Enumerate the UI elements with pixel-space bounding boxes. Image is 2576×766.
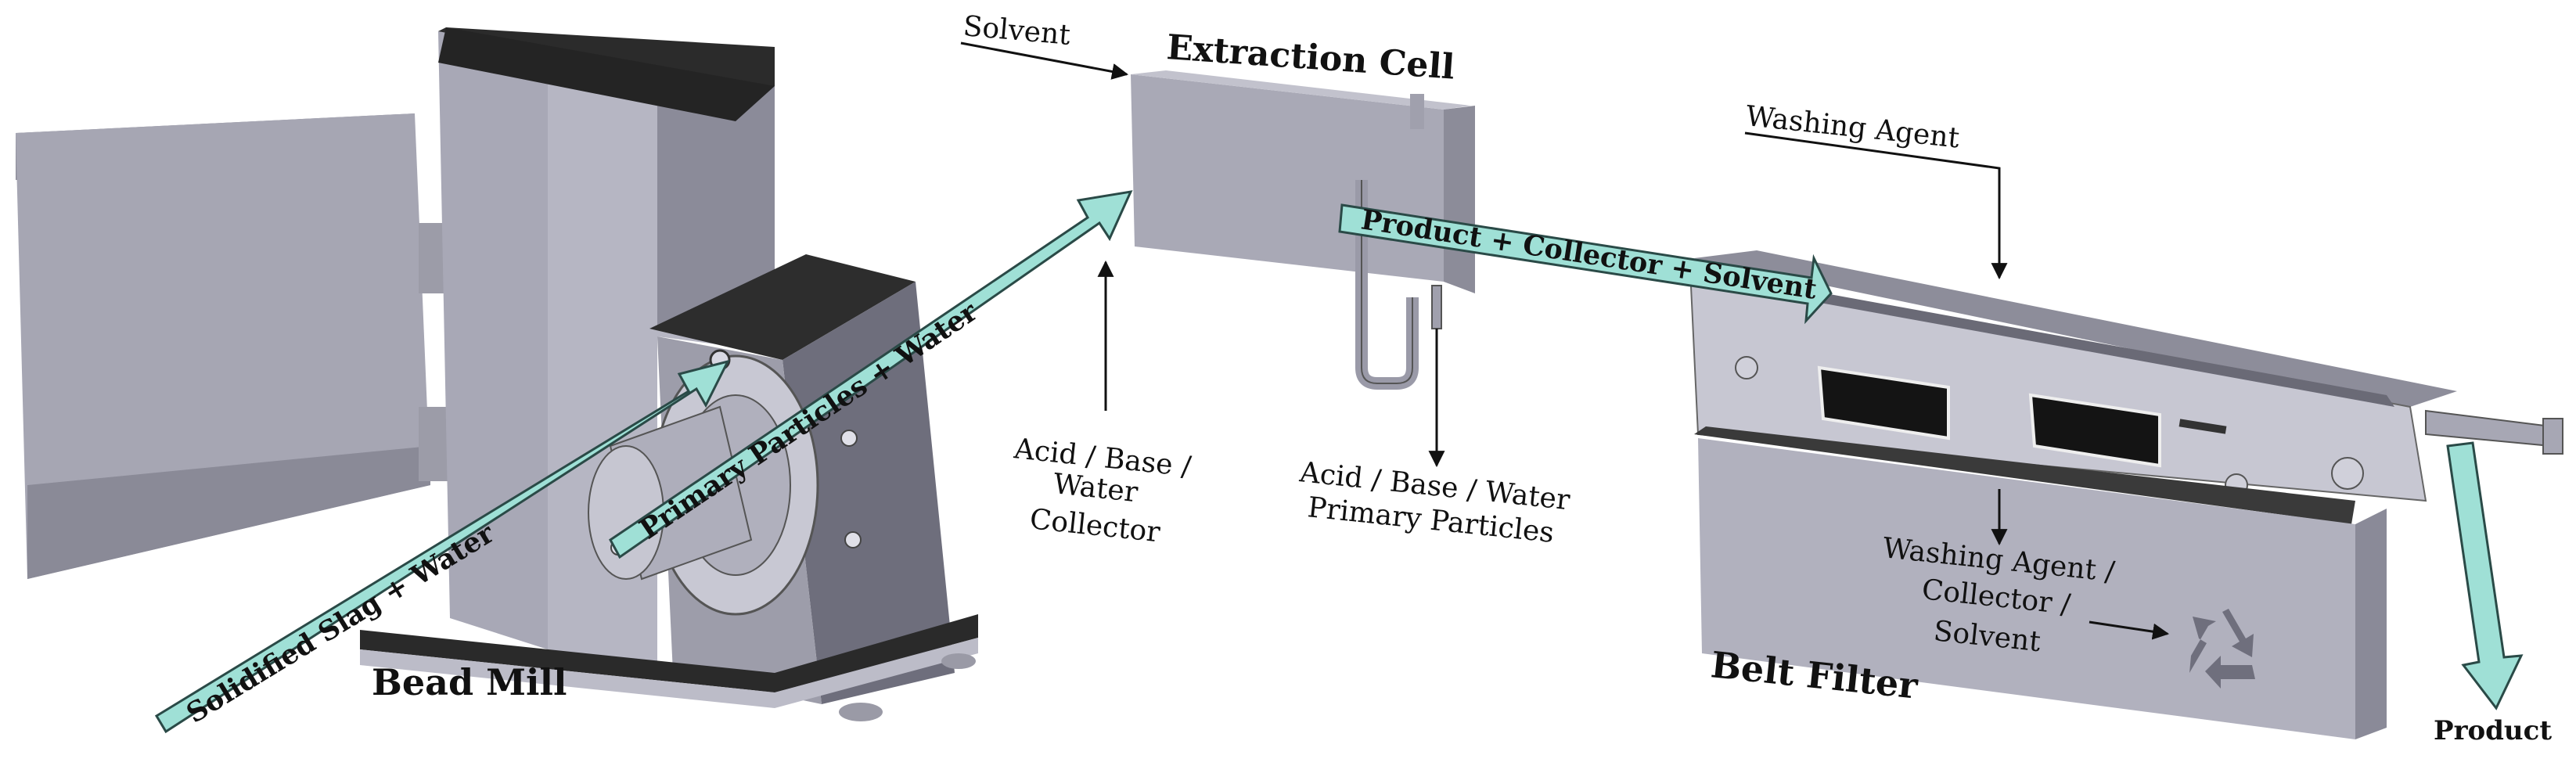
base-plate: [360, 614, 978, 692]
arrow-slag-water: [154, 359, 730, 734]
recycle-arrow: [2089, 620, 2170, 640]
hopper: [657, 86, 775, 336]
coupling-lower: [419, 407, 450, 481]
arrow-product: [2446, 441, 2524, 710]
bead-mill: [16, 27, 978, 721]
foot-left: [839, 703, 883, 721]
tank-top: [1694, 426, 2355, 524]
arrow-primary-water: [609, 190, 1133, 559]
u-tube-outline: [1361, 180, 1413, 384]
cell-inlet-pipe: [1410, 94, 1424, 129]
title-product: Product: [2434, 715, 2552, 746]
bolt-2: [844, 531, 862, 548]
filter-belt-groove: [1761, 282, 2394, 407]
cell-side: [1444, 106, 1475, 293]
recycle-icon: [2189, 609, 2255, 689]
cell-front: [1131, 74, 1444, 282]
title-bead-mill: Bead Mill: [372, 661, 567, 703]
filter-window-1: [1817, 365, 1950, 441]
cell-top: [1131, 70, 1471, 110]
filter-top: [1694, 250, 2457, 407]
chamber-top: [649, 254, 916, 360]
outlet-pipe-end: [2542, 418, 2563, 455]
hopper-rim: [438, 27, 775, 121]
outlet-pipe: [2425, 409, 2552, 448]
label-washing-agent: Washing Agent: [1744, 100, 1961, 154]
filter-knob-3: [2331, 457, 2364, 490]
label-acid-collector-3: Collector: [1028, 503, 1162, 548]
arrow-product-collector-solvent: [1338, 203, 1833, 325]
chamber-side: [783, 282, 955, 704]
washing-agent-arrow: [1744, 131, 2008, 280]
flow-lines: [960, 41, 2170, 640]
tank-side: [2355, 509, 2387, 739]
stream-arrows: [154, 190, 2524, 734]
bolt-1: [840, 430, 858, 447]
motor-bottom: [27, 446, 430, 579]
filter-knob-1: [1735, 356, 1758, 379]
foot-right: [941, 653, 976, 669]
drain-stub: [1431, 285, 1442, 329]
base-plate-edge: [360, 638, 978, 708]
filter-window-2: [2028, 393, 2161, 468]
filter-slot: [2178, 419, 2227, 434]
solvent-arrow: [960, 41, 1129, 80]
